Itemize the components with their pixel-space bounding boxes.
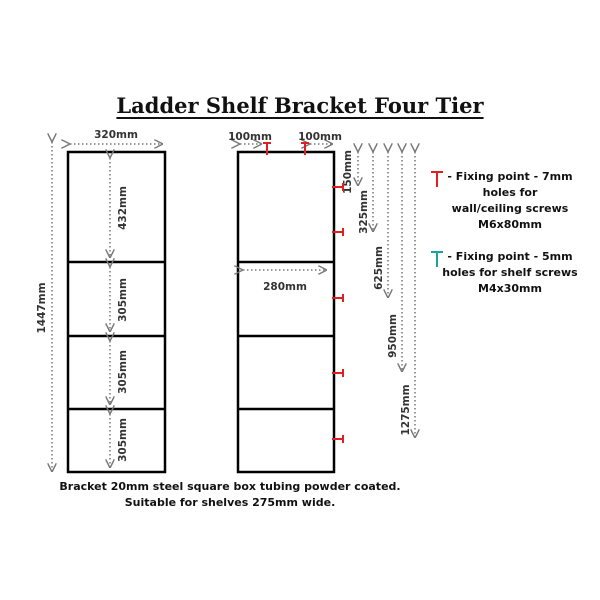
legend-teal-line-3: M4x30mm <box>478 282 542 295</box>
label-inner-280: 280mm <box>263 281 307 293</box>
fixing-point-side-5 <box>332 435 344 443</box>
legend-red: - Fixing point - 7mm holes for wall/ceil… <box>440 169 580 233</box>
legend-red-line-2: holes for <box>482 186 538 199</box>
legend-teal-line-2: holes for shelf screws <box>442 266 578 279</box>
footer-line-1: Bracket 20mm steel square box tubing pow… <box>59 480 401 493</box>
fixing-point-side-3 <box>332 294 344 302</box>
fixing-point-side-4 <box>332 369 344 377</box>
legend-red-line-4: M6x80mm <box>478 218 542 231</box>
legend-teal: - Fixing point - 5mm holes for shelf scr… <box>440 249 580 297</box>
legend-teal-line-1: - Fixing point - 5mm <box>447 250 573 263</box>
fixing-point-top-left <box>263 142 271 155</box>
legend-red-t-icon <box>431 171 443 187</box>
label-depth-325: 325mm <box>358 190 370 234</box>
label-tier-3: 305mm <box>117 350 129 394</box>
legend-red-line-3: wall/ceiling screws <box>451 202 569 215</box>
label-left-100: 100mm <box>228 131 272 143</box>
label-depth-1275: 1275mm <box>400 384 412 435</box>
left-frame-outline <box>66 150 167 474</box>
fixing-point-top-right <box>301 142 309 155</box>
label-tier-1: 432mm <box>117 186 129 230</box>
right-view <box>236 150 336 474</box>
legend-teal-t-icon <box>431 251 443 267</box>
fixing-points <box>263 142 344 443</box>
fixing-point-side-2 <box>332 228 344 236</box>
label-tier-4: 305mm <box>117 418 129 462</box>
label-height-1447: 1447mm <box>36 282 48 333</box>
right-frame-outline <box>236 150 336 474</box>
label-depth-950: 950mm <box>387 314 399 358</box>
footer-line-2: Suitable for shelves 275mm wide. <box>124 496 336 509</box>
label-right-100: 100mm <box>298 131 342 143</box>
label-width-320: 320mm <box>94 129 138 141</box>
legend-red-line-1: - Fixing point - 7mm <box>447 170 573 183</box>
label-tier-2: 305mm <box>117 278 129 322</box>
label-depth-625: 625mm <box>373 246 385 290</box>
left-view <box>66 150 167 474</box>
fixing-point-side-1 <box>332 183 344 191</box>
diagram-title: Ladder Shelf Bracket Four Tier <box>116 93 484 118</box>
footer-notes: Bracket 20mm steel square box tubing pow… <box>30 479 430 511</box>
label-depth-150: 150mm <box>342 150 354 194</box>
right-dimensions <box>240 144 415 438</box>
left-dimensions <box>52 142 163 472</box>
